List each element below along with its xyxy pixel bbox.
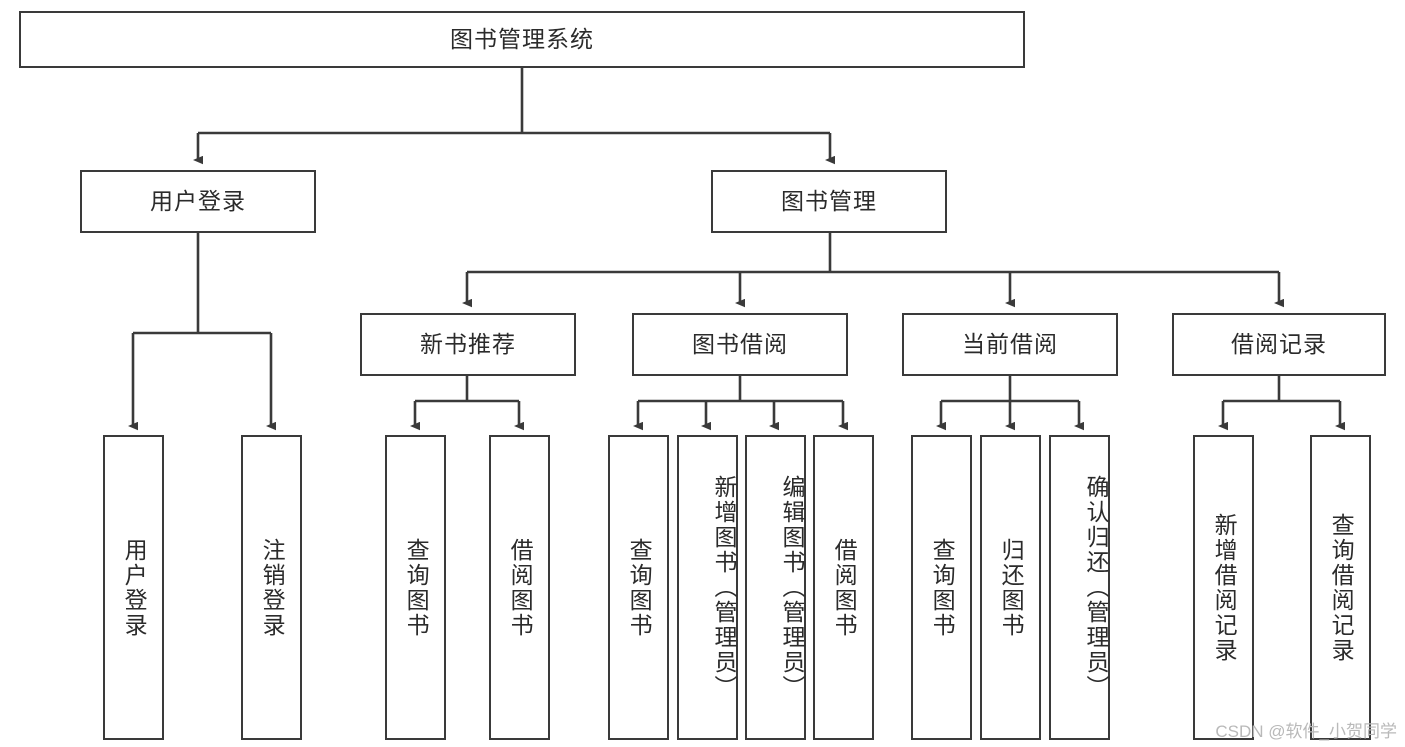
leaf-book-borrow-query-books[interactable]: 查询图书 [608, 435, 669, 740]
leaf-book-borrow-borrow-books[interactable]: 借阅图书 [813, 435, 874, 740]
leaf-current-borrow-return-books[interactable]: 归还图书 [980, 435, 1041, 740]
leaf-current-borrow-query-books[interactable]: 查询图书 [911, 435, 972, 740]
node-label: 归还图书 [998, 537, 1025, 638]
node-user-login[interactable]: 用户登录 [80, 170, 316, 233]
node-book-management[interactable]: 图书管理 [711, 170, 947, 233]
node-label: 借阅图书 [831, 537, 858, 638]
leaf-current-borrow-confirm-return-admin[interactable]: 确认归还（管理员） [1049, 435, 1110, 740]
node-label: 确认归还（管理员） [1083, 475, 1109, 700]
node-label: 图书管理 [781, 187, 877, 214]
node-label: 查询借阅记录 [1328, 512, 1355, 663]
node-label: 编辑图书（管理员） [779, 475, 805, 700]
node-label: 图书管理系统 [450, 25, 594, 52]
node-label: 新书推荐 [420, 330, 516, 357]
node-root-book-management-system[interactable]: 图书管理系统 [19, 11, 1025, 68]
node-label: 借阅图书 [507, 537, 534, 638]
node-borrowing-record[interactable]: 借阅记录 [1172, 313, 1386, 376]
leaf-borrow-record-add-record[interactable]: 新增借阅记录 [1193, 435, 1254, 740]
node-label: 借阅记录 [1231, 330, 1327, 357]
node-label: 查询图书 [929, 537, 956, 638]
node-label: 新增借阅记录 [1211, 512, 1238, 663]
leaf-user-login-login[interactable]: 用户登录 [103, 435, 164, 740]
leaf-new-book-borrow-books[interactable]: 借阅图书 [489, 435, 550, 740]
leaf-book-borrow-add-book-admin[interactable]: 新增图书（管理员） [677, 435, 738, 740]
node-label: 当前借阅 [962, 330, 1058, 357]
node-label: 图书借阅 [692, 330, 788, 357]
leaf-book-borrow-edit-book-admin[interactable]: 编辑图书（管理员） [745, 435, 806, 740]
node-current-borrowing[interactable]: 当前借阅 [902, 313, 1118, 376]
leaf-borrow-record-query-record[interactable]: 查询借阅记录 [1310, 435, 1371, 740]
leaf-user-login-logout[interactable]: 注销登录 [241, 435, 302, 740]
node-label: 新增图书（管理员） [711, 475, 737, 700]
node-label: 查询图书 [403, 537, 430, 638]
node-label: 用户登录 [121, 537, 148, 638]
node-label: 注销登录 [259, 537, 286, 638]
node-book-borrowing[interactable]: 图书借阅 [632, 313, 848, 376]
node-label: 查询图书 [626, 537, 653, 638]
node-new-book-recommendation[interactable]: 新书推荐 [360, 313, 576, 376]
leaf-new-book-query-books[interactable]: 查询图书 [385, 435, 446, 740]
node-label: 用户登录 [150, 187, 246, 214]
